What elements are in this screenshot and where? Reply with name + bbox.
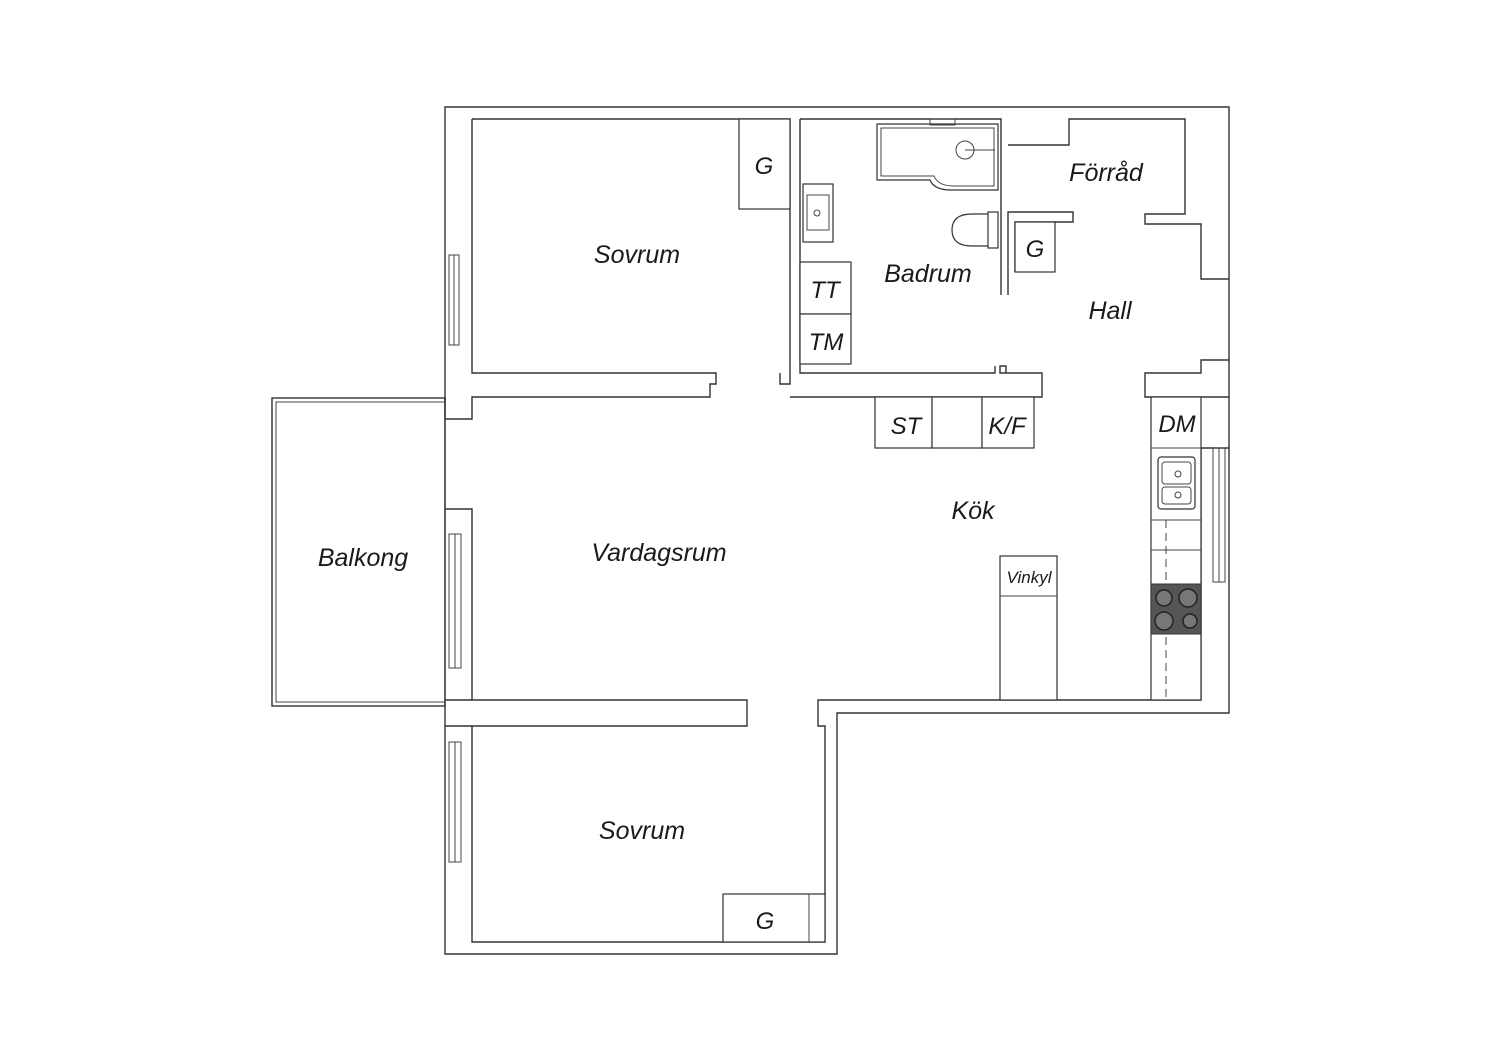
room-label-forrad: Förråd bbox=[1069, 159, 1144, 187]
toilet-icon bbox=[951, 211, 999, 249]
fixture-label-tt: TT bbox=[810, 277, 842, 304]
outer-walls bbox=[444, 106, 1230, 955]
cabinet-middle bbox=[931, 396, 983, 449]
fridge-freezer bbox=[981, 396, 1035, 449]
windows bbox=[448, 254, 1226, 863]
wardrobe-bath bbox=[1014, 221, 1056, 273]
storage-cabinet bbox=[874, 396, 933, 449]
wine-cooler bbox=[999, 555, 1058, 701]
room-label-hall: Hall bbox=[1088, 297, 1133, 325]
stove-icon bbox=[1150, 583, 1202, 635]
fixture-label-g-top: G bbox=[755, 153, 774, 180]
fixture-label-vinkyl: Vinkyl bbox=[1006, 568, 1052, 587]
fixture-label-tm: TM bbox=[809, 329, 844, 356]
room-label-kok: Kök bbox=[951, 497, 996, 525]
room-label-badrum: Badrum bbox=[884, 260, 972, 288]
room-label-balkong: Balkong bbox=[318, 544, 408, 572]
fixture-label-st: ST bbox=[891, 413, 924, 440]
kitchen-counter bbox=[1150, 396, 1202, 701]
bathtub-icon bbox=[876, 118, 999, 191]
fixture-label-g-bottom: G bbox=[756, 908, 775, 935]
room-label-vardagsrum: Vardagsrum bbox=[591, 539, 726, 567]
sink-icon bbox=[802, 183, 834, 243]
room-label-sovrum-bottom: Sovrum bbox=[599, 817, 685, 845]
wardrobe-top bbox=[738, 118, 791, 210]
kitchen-sink-icon bbox=[1157, 456, 1196, 510]
wardrobe-bottom bbox=[722, 893, 826, 943]
washing-machine bbox=[799, 313, 852, 365]
balcony-outline bbox=[271, 397, 446, 707]
fixture-label-kf: K/F bbox=[988, 413, 1027, 440]
room-label-sovrum-top: Sovrum bbox=[594, 241, 680, 269]
fixture-label-g-bath: G bbox=[1026, 236, 1045, 263]
fixture-label-dm: DM bbox=[1158, 411, 1195, 438]
